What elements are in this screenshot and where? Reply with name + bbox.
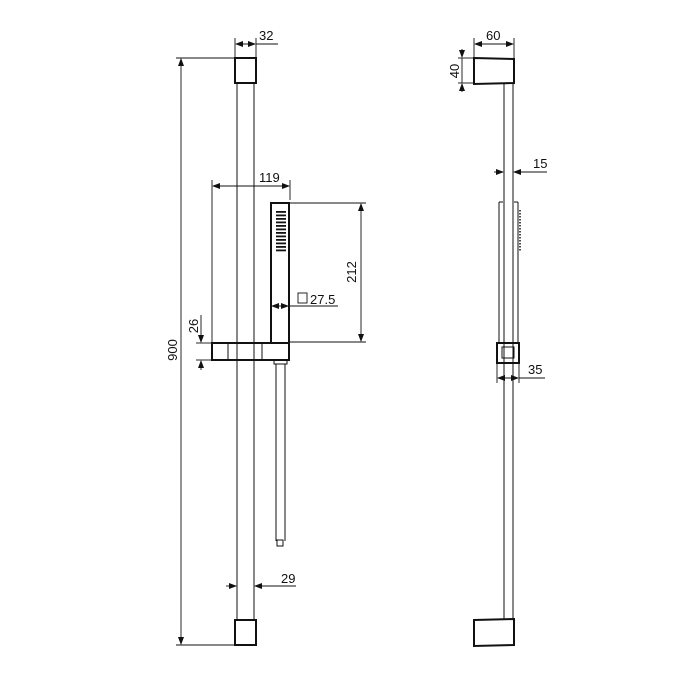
grille-bar — [276, 228, 286, 231]
front-view: 900 32 119 212 27.5 — [165, 28, 366, 646]
dimension-label: 900 — [165, 339, 180, 361]
dimension-label: 32 — [259, 28, 273, 43]
dimension-212: 212 — [290, 202, 366, 343]
dimension-label: 27.5 — [310, 292, 335, 307]
dimension-label: 26 — [186, 319, 201, 333]
dimension-900: 900 — [165, 57, 235, 646]
dimension-29: 29 — [226, 571, 296, 589]
grille-bar — [276, 221, 286, 224]
grille-bar — [276, 218, 286, 220]
grille-bar — [276, 246, 286, 248]
dimension-32: 32 — [234, 28, 278, 58]
dimension-label: 40 — [447, 64, 462, 78]
grille-bar — [276, 239, 286, 241]
slider-side — [496, 342, 520, 364]
grille-bar — [276, 211, 286, 213]
grille-bar — [276, 225, 286, 227]
dimension-26: 26 — [186, 315, 212, 370]
dimension-15: 15 — [494, 156, 547, 175]
grille-bar — [276, 214, 286, 217]
dimension-label: 119 — [259, 170, 280, 185]
rail-top-cap — [234, 57, 257, 84]
dimension-35: 35 — [496, 362, 545, 383]
dimension-27-5: 27.5 — [271, 292, 338, 309]
rail-bar-side — [503, 84, 514, 619]
dimension-label: 212 — [344, 261, 359, 283]
rail-bottom-cap — [234, 619, 257, 646]
grille-bar — [276, 235, 286, 238]
handshower-spray-grille — [276, 211, 286, 252]
dimension-40: 40 — [447, 49, 474, 92]
grille-bar — [276, 242, 286, 245]
dimension-label: 35 — [528, 362, 542, 377]
dimension-119: 119 — [211, 170, 291, 343]
dimension-60: 60 — [473, 28, 515, 58]
dimension-label: 15 — [533, 156, 547, 171]
grille-bar — [276, 232, 286, 234]
grille-bar — [276, 249, 286, 252]
wall-bracket-top — [473, 56, 515, 86]
handshower — [270, 202, 290, 344]
side-view: 60 40 15 35 — [447, 28, 547, 648]
handshower-side — [498, 201, 521, 343]
dimension-label: 29 — [281, 571, 295, 586]
dimension-label: 60 — [486, 28, 500, 43]
square-section-icon — [297, 292, 308, 304]
shower-hose — [273, 359, 288, 547]
wall-bracket-bottom — [473, 617, 515, 648]
rail-bar — [236, 83, 255, 620]
handshower-holder — [211, 342, 290, 361]
